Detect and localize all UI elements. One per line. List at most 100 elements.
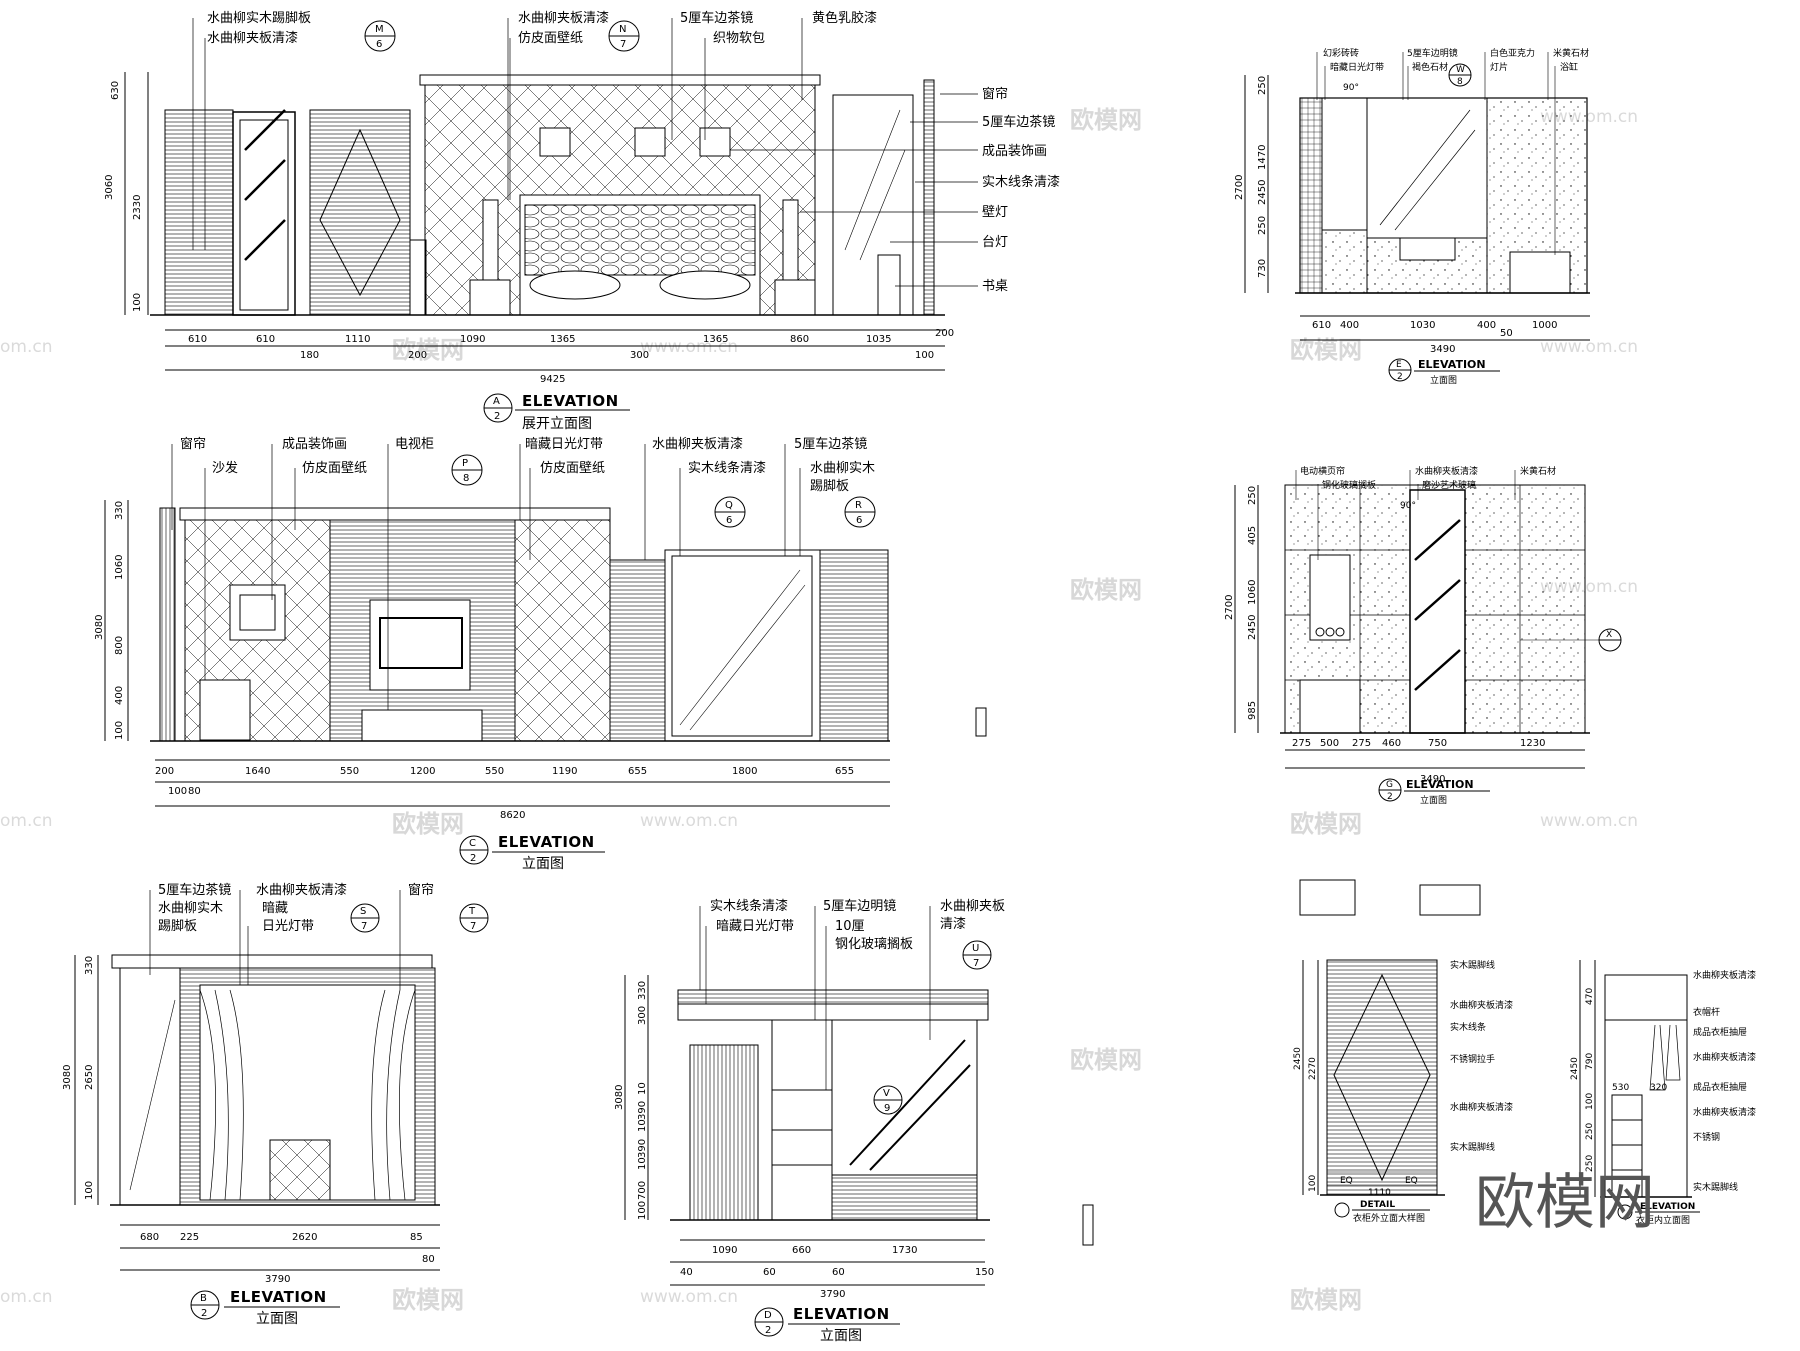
- svg-text:2700: 2700: [1224, 595, 1235, 620]
- svg-text:3790: 3790: [820, 1289, 845, 1300]
- section-mark-x: X: [1520, 628, 1622, 652]
- svg-text:W: W: [1456, 65, 1465, 75]
- svg-text:ELEVATION: ELEVATION: [793, 1305, 890, 1323]
- svg-text:水曲柳实木踢脚板: 水曲柳实木踢脚板: [207, 10, 311, 26]
- svg-text:白色亚克力: 白色亚克力: [1490, 47, 1535, 59]
- section-mark-t: T 7: [459, 903, 489, 933]
- svg-text:390: 390: [637, 1101, 648, 1120]
- svg-text:欧模网: 欧模网: [1070, 1046, 1142, 1074]
- svg-text:ELEVATION: ELEVATION: [1406, 778, 1474, 791]
- svg-text:窗帘: 窗帘: [180, 436, 206, 452]
- svg-text:100: 100: [1585, 1093, 1595, 1110]
- svg-text:2330: 2330: [132, 195, 143, 220]
- svg-text:om.cn: om.cn: [0, 1287, 53, 1307]
- svg-text:2450: 2450: [1570, 1057, 1580, 1080]
- svg-text:ELEVATION: ELEVATION: [522, 392, 619, 410]
- svg-text:仿皮面壁纸: 仿皮面壁纸: [518, 31, 583, 46]
- svg-text:2: 2: [494, 411, 500, 422]
- svg-text:实木踢脚线: 实木踢脚线: [1450, 1141, 1495, 1153]
- svg-text:水曲柳夹板清漆: 水曲柳夹板清漆: [518, 10, 609, 26]
- svg-text:60: 60: [832, 1267, 845, 1278]
- svg-text:790: 790: [1585, 1053, 1595, 1070]
- svg-text:2450: 2450: [1257, 180, 1268, 205]
- svg-text:50: 50: [1500, 328, 1513, 339]
- svg-text:2270: 2270: [1308, 1057, 1318, 1080]
- svg-text:275: 275: [1352, 738, 1371, 749]
- svg-text:5厘车边茶镜: 5厘车边茶镜: [158, 882, 231, 898]
- detail2-title: ELEVATION 衣柜内立面图: [1617, 1202, 1700, 1226]
- svg-text:欧模网: 欧模网: [392, 810, 464, 838]
- svg-text:610: 610: [188, 334, 207, 345]
- svg-text:立面图: 立面图: [1420, 794, 1447, 806]
- svg-text:8: 8: [1457, 77, 1463, 87]
- svg-text:水曲柳实木: 水曲柳实木: [810, 461, 875, 476]
- svg-text:ELEVATION: ELEVATION: [230, 1288, 327, 1306]
- svg-text:V: V: [883, 1088, 890, 1099]
- svg-text:40: 40: [680, 1267, 693, 1278]
- svg-text:实木线条: 实木线条: [1450, 1021, 1486, 1033]
- svg-text:330: 330: [114, 501, 125, 520]
- svg-text:9: 9: [884, 1103, 890, 1114]
- svg-text:985: 985: [1247, 701, 1258, 720]
- svg-text:1090: 1090: [712, 1245, 737, 1256]
- svg-text:C: C: [469, 838, 476, 849]
- svg-text:85: 85: [410, 1232, 423, 1243]
- svg-text:水曲柳夹板清漆: 水曲柳夹板清漆: [1450, 1101, 1513, 1113]
- detail-wardrobe-interior: 2450 470 790 100 250 250 530 320 水曲柳夹板清漆…: [1570, 960, 1756, 1226]
- svg-text:水曲柳夹板清漆: 水曲柳夹板清漆: [256, 882, 347, 898]
- detail-wardrobe-exterior: 2450 2270 100 EQ EQ 1110 实木踢脚线 水曲柳夹板清漆 实…: [1293, 879, 1513, 1224]
- svg-text:90°: 90°: [1343, 83, 1359, 93]
- svg-text:水曲柳夹板清漆: 水曲柳夹板清漆: [1450, 999, 1513, 1011]
- svg-text:2450: 2450: [1247, 615, 1258, 640]
- svg-text:100: 100: [915, 350, 934, 361]
- svg-text:250: 250: [1585, 1123, 1595, 1140]
- svg-text:黄色乳胶漆: 黄色乳胶漆: [812, 10, 877, 26]
- svg-text:90°: 90°: [1400, 501, 1416, 511]
- svg-text:电视柜: 电视柜: [395, 437, 434, 452]
- svg-text:暗藏日光灯带: 暗藏日光灯带: [716, 919, 794, 934]
- svg-text:1230: 1230: [1520, 738, 1545, 749]
- svg-text:630: 630: [110, 81, 121, 100]
- misc-symbols: [975, 707, 1094, 1246]
- svg-text:电动横页帘: 电动横页帘: [1300, 465, 1345, 477]
- svg-text:7: 7: [361, 921, 367, 932]
- svg-text:2: 2: [470, 853, 476, 864]
- svg-text:S: S: [360, 906, 366, 917]
- svg-text:实木线条清漆: 实木线条清漆: [710, 898, 788, 914]
- svg-text:仿皮面壁纸: 仿皮面壁纸: [302, 461, 367, 476]
- svg-text:200: 200: [155, 766, 174, 777]
- svg-text:5厘车边茶镜: 5厘车边茶镜: [982, 114, 1055, 130]
- elevation-b: 330 3080 2650 100 680 225 2620 85 80 379…: [62, 882, 489, 1327]
- elevation-g: 250 405 2700 1060 2450 985 275 500 275 4…: [1224, 465, 1622, 806]
- svg-text:ELEVATION: ELEVATION: [1640, 1202, 1695, 1212]
- svg-text:100: 100: [1308, 1175, 1318, 1192]
- svg-text:踢脚板: 踢脚板: [810, 478, 849, 494]
- svg-text:10: 10: [637, 1119, 648, 1132]
- svg-text:E: E: [1396, 360, 1402, 370]
- svg-text:3490: 3490: [1430, 344, 1455, 355]
- svg-text:200: 200: [935, 328, 954, 339]
- svg-text:6: 6: [856, 515, 862, 526]
- svg-text:展开立面图: 展开立面图: [522, 416, 592, 432]
- svg-text:M: M: [375, 24, 384, 35]
- svg-text:5厘车边明镜: 5厘车边明镜: [823, 898, 896, 914]
- svg-text:欧模网: 欧模网: [1290, 336, 1362, 364]
- svg-text:330: 330: [84, 956, 95, 975]
- svg-text:成品衣柜抽屉: 成品衣柜抽屉: [1693, 1081, 1747, 1093]
- svg-text:2: 2: [765, 1325, 771, 1336]
- svg-text:700: 700: [637, 1181, 648, 1200]
- svg-text:立面图: 立面图: [522, 856, 564, 872]
- elevation-a-title: A 2 ELEVATION 展开立面图: [483, 392, 630, 432]
- section-mark-u: U 7: [962, 940, 992, 970]
- svg-text:U: U: [972, 943, 979, 954]
- svg-text:1110: 1110: [345, 334, 370, 345]
- svg-text:1470: 1470: [1257, 145, 1268, 170]
- svg-text:400: 400: [1340, 320, 1359, 331]
- svg-text:300: 300: [637, 1006, 648, 1025]
- svg-text:405: 405: [1247, 526, 1258, 545]
- svg-text:1035: 1035: [866, 334, 891, 345]
- svg-text:www.om.cn: www.om.cn: [1540, 337, 1638, 357]
- elevation-b-title: B 2 ELEVATION 立面图: [190, 1288, 340, 1327]
- svg-text:1200: 1200: [410, 766, 435, 777]
